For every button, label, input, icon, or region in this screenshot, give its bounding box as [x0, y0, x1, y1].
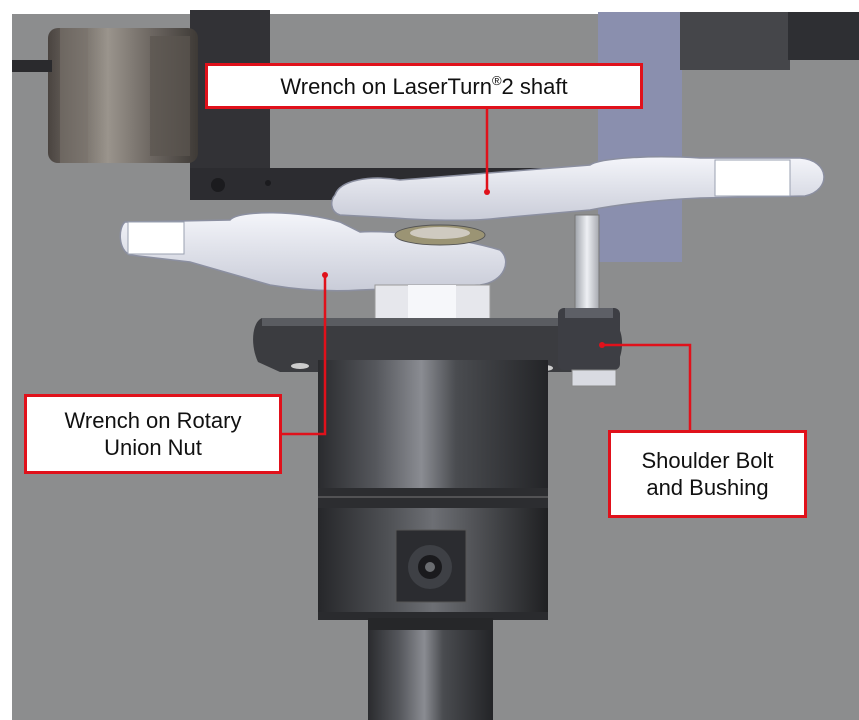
- frame-edge: [0, 0, 859, 14]
- bushing: [558, 308, 620, 370]
- callout-shoulder-line2: and Bushing: [646, 475, 769, 500]
- rotary-union-body: [318, 360, 548, 490]
- callout-laserturn-wrench: Wrench on LaserTurn®2 shaft: [205, 63, 643, 109]
- mounting-flange: [253, 318, 623, 372]
- callout-rotary-line1: Wrench on Rotary: [64, 408, 242, 433]
- leader-line-rotary-union: [280, 275, 327, 436]
- plate-hole: [211, 178, 225, 192]
- callout-laserturn-prefix: Wrench on LaserTurn: [280, 73, 492, 99]
- callout-laserturn-text: Wrench on LaserTurn®2 shaft: [280, 73, 567, 100]
- frame-post: [598, 12, 682, 262]
- frame-block-2: [788, 12, 859, 60]
- union-outlet: [368, 618, 493, 720]
- callout-shoulder-bolt: Shoulder Bolt and Bushing: [608, 430, 807, 518]
- rotary-union-wrench: [119, 211, 507, 292]
- callout-laserturn-suffix: 2 shaft: [501, 73, 568, 99]
- callout-rotary-line2: Union Nut: [104, 435, 202, 460]
- frame-edge-left: [0, 0, 12, 720]
- shoulder-bolt-shaft: [574, 214, 600, 316]
- callout-rotary-union-wrench: Wrench on Rotary Union Nut: [24, 394, 282, 474]
- registered-mark: ®: [491, 72, 502, 88]
- leader-line-shoulder-bolt: [602, 343, 692, 432]
- laserturn-wrench: [330, 156, 825, 222]
- plate-hole-2: [265, 180, 271, 186]
- callout-shoulder-line1: Shoulder Bolt: [641, 448, 774, 473]
- frame-block: [680, 12, 790, 70]
